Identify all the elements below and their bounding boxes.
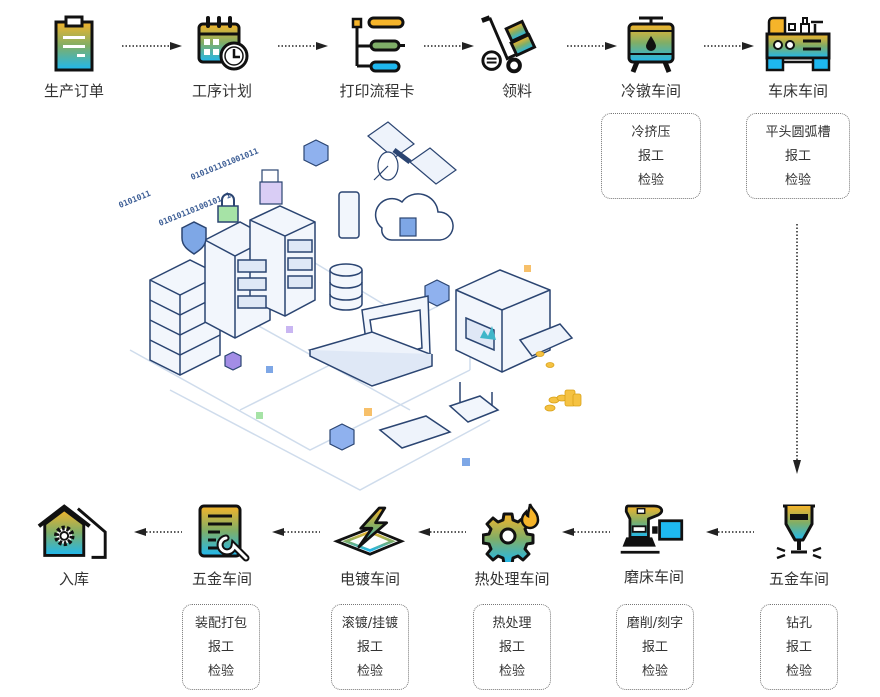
flow-arrow-left	[272, 528, 320, 536]
detail-line: 检验	[785, 664, 812, 679]
binary-string-2: 010101101001011	[189, 146, 260, 181]
detail-line: 检验	[498, 664, 525, 679]
flow-arrow-down	[793, 224, 801, 474]
step-label: 打印流程卡	[339, 82, 415, 100]
detail-line: 磨削/刻字	[626, 616, 684, 631]
detail-line: 检验	[637, 173, 664, 188]
calendar-clock-icon	[197, 16, 249, 71]
detail-box-cold-heading: 冷挤压 报工 检验	[601, 113, 701, 199]
step-cold-heading[interactable]: 冷镦车间	[601, 14, 701, 101]
step-label: 电镀车间	[339, 570, 400, 588]
flow-arrow-right	[278, 42, 328, 50]
drill-press-icon	[776, 504, 822, 560]
tablet-icon	[378, 415, 452, 449]
electroplating-icon	[333, 506, 406, 556]
detail-line: 平头圆弧槽	[765, 125, 831, 140]
flow-arrow-right	[122, 42, 182, 50]
cloud-icon	[374, 193, 454, 241]
flow-tree-icon	[351, 16, 405, 73]
gear-flame-icon	[482, 503, 540, 562]
detail-line: 报工	[637, 149, 664, 164]
laptop-icon	[307, 295, 433, 387]
detail-line: 冷挤压	[631, 125, 671, 140]
step-electroplating[interactable]: 电镀车间	[320, 502, 420, 589]
step-hardware-workshop-assembly[interactable]: 五金车间	[172, 502, 272, 589]
step-label: 生产订单	[43, 82, 104, 100]
grinder-icon	[620, 504, 684, 554]
step-label: 磨床车间	[623, 568, 684, 586]
step-label: 入库	[58, 570, 89, 588]
step-production-order[interactable]: 生产订单	[24, 14, 124, 101]
detail-line: 报工	[785, 640, 812, 655]
detail-line: 装配打包	[194, 616, 247, 631]
step-label: 工序计划	[191, 82, 252, 100]
step-label: 热处理车间	[474, 570, 550, 588]
flow-arrow-right	[424, 42, 474, 50]
database-icon	[329, 263, 363, 311]
step-grinding[interactable]: 磨床车间	[604, 500, 704, 587]
detail-line: 钻孔	[785, 616, 812, 631]
folder-icon	[259, 169, 283, 205]
step-label: 五金车间	[191, 570, 252, 588]
step-process-plan[interactable]: 工序计划	[172, 14, 272, 101]
detail-box-lathe: 平头圆弧槽 报工 检验	[746, 113, 850, 199]
lock-icon	[217, 193, 239, 223]
flow-arrow-left	[134, 528, 182, 536]
detail-line: 报工	[784, 149, 811, 164]
clipboard-icon	[54, 15, 94, 72]
step-label: 冷镦车间	[620, 82, 681, 100]
flow-arrow-left	[418, 528, 466, 536]
detail-box-assembly: 装配打包 报工 检验	[182, 604, 260, 690]
flow-arrow-right	[704, 42, 754, 50]
detail-box-heat-treatment: 热处理 报工 检验	[473, 604, 551, 690]
floppy-icon	[399, 217, 417, 237]
binary-string-1: 0101011	[117, 189, 152, 210]
detail-line: 检验	[784, 173, 811, 188]
shield-icon	[181, 221, 207, 255]
step-label: 领料	[501, 82, 532, 100]
cold-heading-machine-icon	[627, 16, 675, 73]
step-material-picking[interactable]: 领料	[467, 14, 567, 101]
server-racks	[149, 205, 316, 376]
detail-box-grinding: 磨削/刻字 报工 检验	[616, 604, 694, 690]
flow-arrow-right	[567, 42, 617, 50]
warehouse-gear-icon	[37, 504, 107, 559]
detail-line: 热处理	[492, 616, 532, 631]
step-label: 车床车间	[767, 82, 828, 100]
router-icon	[448, 382, 500, 423]
lathe-icon	[765, 16, 831, 72]
step-print-flow-card[interactable]: 打印流程卡	[327, 14, 427, 101]
detail-line: 检验	[207, 664, 234, 679]
detail-box-electroplating: 滚镀/挂镀 报工 检验	[331, 604, 409, 690]
flow-arrow-left	[706, 528, 754, 536]
detail-line: 报工	[498, 640, 525, 655]
hand-truck-icon	[481, 15, 537, 74]
small-cubes	[256, 265, 531, 466]
cube-nodes	[224, 139, 450, 451]
step-label: 五金车间	[768, 570, 829, 588]
detail-line: 滚镀/挂镀	[341, 616, 399, 631]
detail-box-drilling: 钻孔 报工 检验	[760, 604, 838, 690]
production-machine-icon	[455, 269, 574, 373]
flow-arrow-left	[562, 528, 610, 536]
step-heat-treatment[interactable]: 热处理车间	[462, 502, 562, 589]
step-hardware-workshop-drilling[interactable]: 五金车间	[749, 502, 849, 589]
document-wrench-icon	[198, 504, 250, 562]
phone-icon	[338, 191, 360, 239]
detail-line: 检验	[356, 664, 383, 679]
detail-line: 检验	[641, 664, 668, 679]
step-lathe[interactable]: 车床车间	[748, 14, 848, 101]
detail-line: 报工	[207, 640, 234, 655]
satellite-icon	[367, 121, 457, 185]
step-warehouse-in[interactable]: 入库	[24, 502, 124, 589]
coins-icon	[535, 351, 582, 412]
detail-line: 报工	[356, 640, 383, 655]
iot-illustration: 0101011 010101101001011 01010110100101 1	[117, 121, 582, 491]
detail-line: 报工	[641, 640, 668, 655]
